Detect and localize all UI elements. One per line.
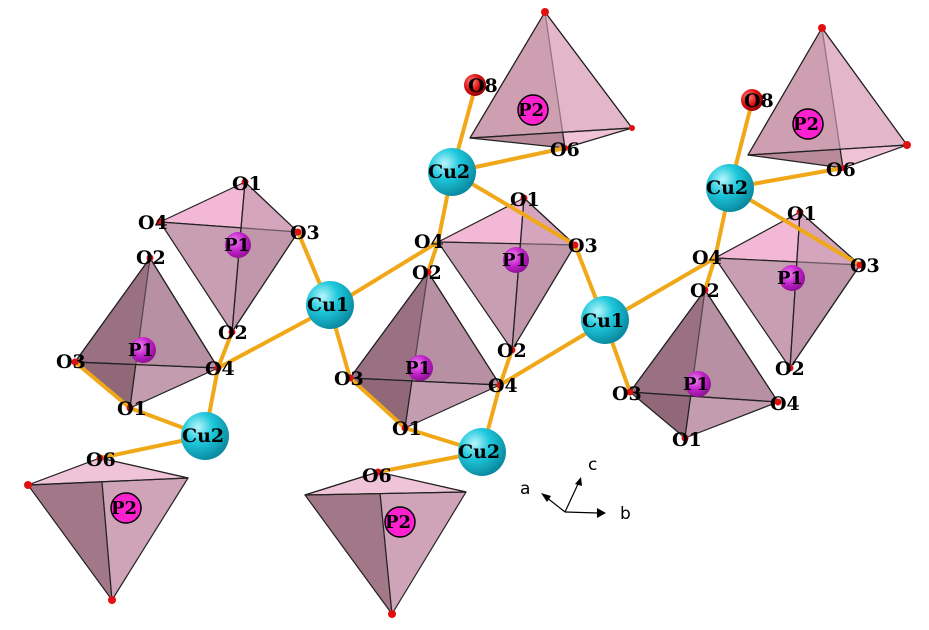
p2-atom: [384, 506, 416, 538]
p2-tetrahedron-bottom-middle: [304, 471, 467, 615]
axis-b-label: b: [620, 504, 631, 524]
o4-label: O4: [692, 247, 722, 269]
p1-tetrahedron-middle-upper: [437, 197, 576, 351]
p2-atom: [110, 492, 142, 524]
p1-tetrahedron-left-upper: [159, 181, 299, 333]
p2-atom: [792, 108, 824, 140]
cu1-atom: [306, 281, 354, 329]
cu2-label: Cu2: [428, 161, 470, 183]
cu2-atom: [706, 164, 754, 212]
o8-label: O8: [468, 75, 498, 97]
p1-atom: [407, 355, 433, 381]
p1-atom: [685, 371, 711, 397]
p2-label: P2: [793, 114, 819, 135]
o6-label: O6: [550, 139, 580, 161]
o2-label: O2: [412, 262, 442, 284]
o4-label: O4: [138, 212, 168, 234]
o3-label: O3: [612, 383, 642, 405]
o2-label: O2: [775, 358, 805, 380]
p1-label: P1: [405, 358, 431, 379]
o3-label: O3: [334, 368, 364, 390]
p1-label: P1: [224, 235, 250, 256]
p1-tetrahedron-right-upper: [714, 211, 861, 369]
o6-label: O6: [86, 449, 116, 471]
oxygen-vertices: [24, 8, 911, 618]
o1-label: O1: [672, 429, 702, 451]
o4-label: O4: [488, 375, 518, 397]
o8-atom: [741, 89, 763, 111]
cu2-label: Cu2: [458, 441, 500, 463]
p1-label: P1: [502, 250, 528, 271]
p2-tetrahedron-bottom-left: [27, 457, 189, 601]
o4-label: O4: [770, 393, 800, 415]
o1-label: O1: [787, 203, 817, 225]
p1-atom: [503, 247, 529, 273]
cu2-atom: [428, 148, 476, 196]
o4-label: O4: [414, 231, 444, 253]
o3-label: O3: [290, 222, 320, 244]
p1-atom: [779, 265, 805, 291]
p2-label: P2: [111, 498, 137, 519]
o3-label: O3: [568, 235, 598, 257]
o3-label: O3: [56, 351, 86, 373]
o1-label: O1: [117, 398, 147, 420]
o6-label: O6: [826, 159, 856, 181]
o3-label: O3: [850, 255, 880, 277]
o1-label: O1: [510, 189, 540, 211]
o8-atom: [464, 74, 486, 96]
p2-atom: [517, 94, 549, 126]
o8-label: O8: [744, 90, 774, 112]
o6-label: O6: [362, 465, 392, 487]
tetrahedra-layer: [27, 11, 908, 615]
cu1-label: Cu1: [307, 294, 349, 316]
cu2-label: Cu2: [182, 425, 224, 447]
cu2-atom: [458, 428, 506, 476]
p1-label: P1: [128, 340, 154, 361]
p1-tetrahedron-middle-lower: [349, 271, 501, 429]
p1-label: P1: [777, 268, 803, 289]
atoms-layer: [24, 8, 911, 618]
o1-label: O1: [232, 173, 262, 195]
p1-atom: [225, 232, 251, 258]
cu2-label: Cu2: [706, 177, 748, 199]
atom-labels: Cu1 Cu1 Cu2 Cu2 Cu2 Cu2 P1 P1 P1 P1 P1 P…: [56, 75, 880, 533]
o1-label: O1: [392, 418, 422, 440]
p1-atom: [130, 337, 156, 363]
p1-tetrahedron-left-lower: [74, 257, 219, 409]
o2-label: O2: [136, 247, 166, 269]
cu1-atom: [581, 296, 629, 344]
cu2-atom: [181, 412, 229, 460]
o2-label: O2: [218, 322, 248, 344]
p1-tetrahedron-right-lower: [629, 289, 779, 439]
crystal-axes-indicator: a b c: [520, 455, 631, 524]
cu1-label: Cu1: [582, 310, 624, 332]
o2-label: O2: [497, 340, 527, 362]
p2-label: P2: [518, 100, 544, 121]
axis-c-label: c: [588, 455, 597, 475]
axis-a-label: a: [520, 479, 530, 499]
o2-label: O2: [690, 280, 720, 302]
p1-label: P1: [683, 374, 709, 395]
o4-label: O4: [205, 358, 235, 380]
p2-label: P2: [385, 512, 411, 533]
